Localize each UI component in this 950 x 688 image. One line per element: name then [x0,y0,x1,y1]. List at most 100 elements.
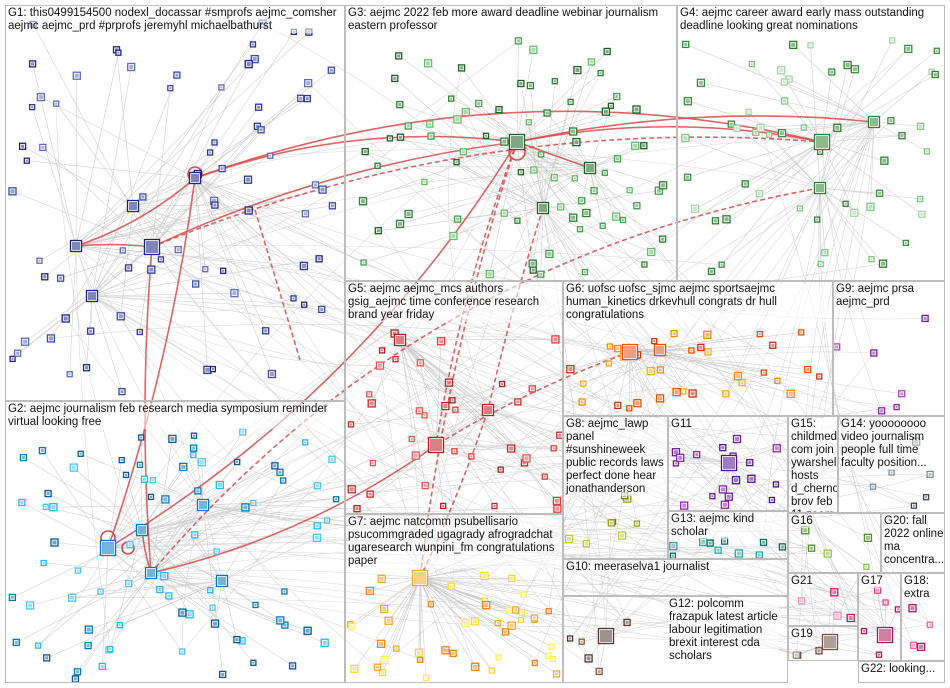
edge [91,295,381,366]
node-avatar [416,650,421,655]
node-avatar [70,595,75,600]
node-avatar [872,351,876,355]
node-avatar [758,125,763,130]
group-panel-g7: G7: aejmc natcomm psubellisario psucommg… [345,514,563,683]
node-avatar [138,526,146,534]
edge [142,177,196,198]
edge [819,187,821,265]
group-label-g17: G17 [861,575,883,588]
node-avatar [878,653,880,656]
group-panel-g9: G9: aejmc prsa aejmc_prd [833,281,945,416]
edge [50,323,631,353]
node-avatar [163,497,168,502]
node-avatar [620,533,625,538]
edge [221,537,318,582]
node-avatar [798,207,801,210]
node-avatar [569,100,572,103]
node-avatar [100,664,104,668]
node-avatar [456,217,460,221]
edge [659,349,743,383]
node-avatar [695,453,699,457]
edge [37,547,109,646]
edge [819,187,921,200]
node-avatar [768,133,771,136]
node-avatar [414,572,426,584]
node-avatar [555,672,559,676]
edge [150,572,293,667]
group-label-g6: G6: uofsc uofsc_sjmc aejmc sportsaejmc h… [566,283,828,322]
node-avatar [900,392,904,396]
node-avatar [735,437,739,441]
node-avatar [74,73,79,78]
edge [221,580,281,621]
edge [399,339,422,660]
node-avatar [832,590,837,595]
node-avatar [501,383,504,385]
node-avatar [485,134,487,137]
group-label-g3: G3: aejmc 2022 feb more award deadline w… [348,7,663,33]
node-avatar [269,372,274,376]
edge [763,121,875,543]
node-avatar [722,502,727,507]
edge [685,44,875,123]
node-avatar [762,371,765,374]
edge [399,339,420,411]
node-avatar [579,228,581,231]
node-avatar [218,577,226,585]
edge [351,577,421,627]
edge [821,135,903,143]
node-avatar [141,195,145,199]
node-avatar [379,641,384,646]
node-avatar [159,258,162,261]
edge [408,125,591,169]
edge [516,141,575,179]
edge [487,409,628,623]
node-avatar [698,80,703,85]
node-avatar [583,271,586,274]
edge [605,522,612,637]
node-avatar [175,73,179,77]
node-avatar [38,259,41,262]
node-avatar [735,126,739,130]
edge [420,362,437,446]
edge [755,121,875,133]
node-avatar [816,184,824,192]
node-avatar [919,198,922,200]
node-avatar [658,368,662,372]
node-avatar [439,339,444,344]
node-avatar [429,134,433,138]
edge [581,351,632,642]
node-avatar [278,470,282,474]
group-panel-g19: G19 [788,626,858,661]
node-avatar [63,316,68,321]
node-avatar [51,505,56,510]
node-avatar [774,446,779,451]
node-avatar [690,391,695,396]
edge [589,145,636,169]
edge [151,246,589,659]
edge [819,187,914,646]
node-avatar [375,665,379,669]
group-label-g7: G7: aejmc natcomm psubellisario psucommg… [348,516,562,568]
edge [819,40,893,189]
node-avatar [671,544,676,549]
node-avatar [720,487,725,492]
node-avatar [317,257,321,261]
edge [419,577,493,671]
node-avatar [649,250,654,254]
group-label-g16: G16 [791,515,813,528]
node-avatar [45,656,49,660]
edge [453,167,591,237]
edge [372,409,489,464]
node-avatar [553,80,556,83]
edge [107,460,122,549]
edge [75,184,316,247]
edge [399,339,614,523]
edge [487,351,874,411]
edge [516,141,931,625]
node-avatar [748,461,752,465]
node-avatar [10,595,14,599]
edge [873,71,932,123]
node-avatar [204,268,207,271]
